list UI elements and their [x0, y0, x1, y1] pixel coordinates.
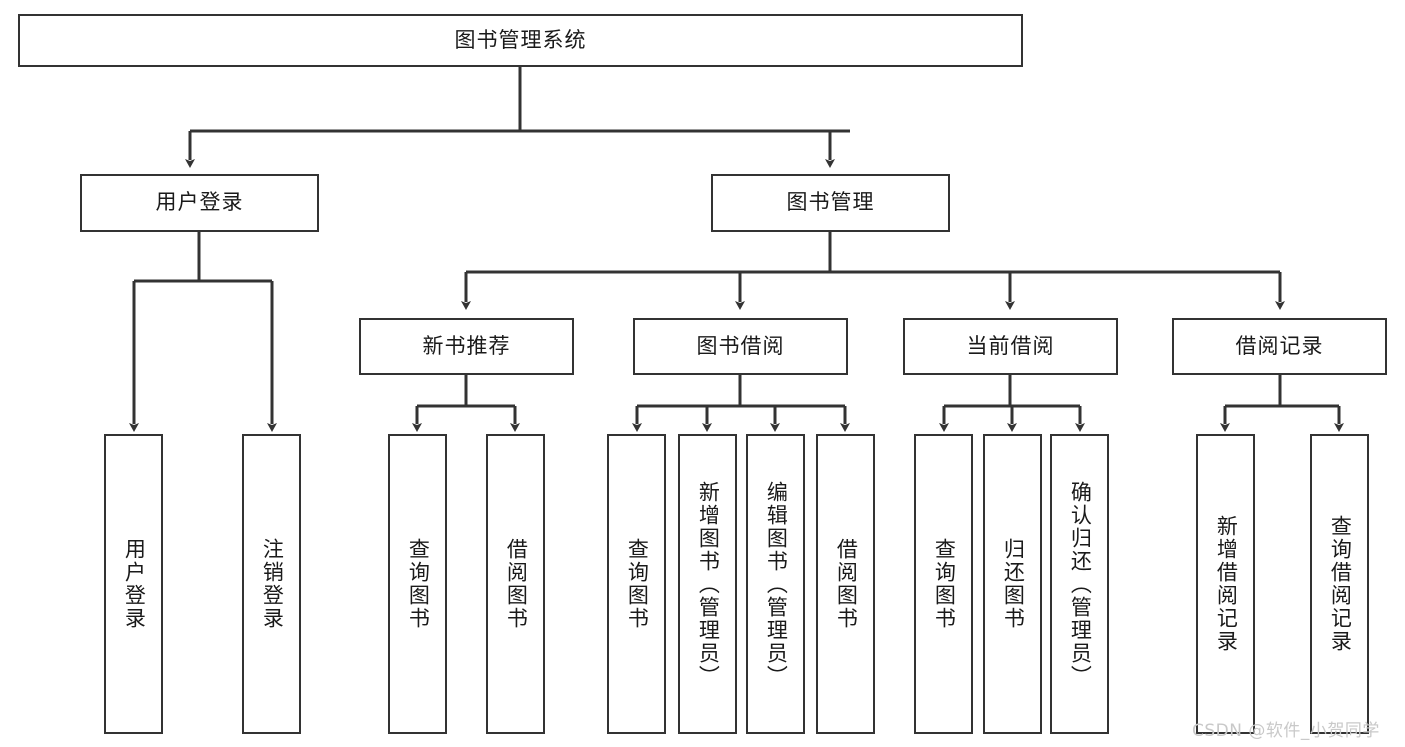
- leaf-confirm-return[interactable]: 确认归还（管理员）: [1050, 434, 1109, 734]
- node-new-book-rec-label: 新书推荐: [422, 333, 511, 358]
- node-book-borrow-label: 图书借阅: [696, 333, 785, 358]
- leaf-add-book-label: 新增图书（管理员）: [696, 480, 721, 688]
- leaf-borrow-book-a-label: 借阅图书: [504, 538, 529, 630]
- leaf-logout-label: 注销登录: [260, 538, 285, 630]
- leaf-query-book-c[interactable]: 查询图书: [914, 434, 973, 734]
- csdn-watermark: CSDN @软件_小贺同学: [1192, 721, 1380, 741]
- leaf-borrow-book-b-label: 借阅图书: [834, 538, 859, 630]
- node-new-book-rec[interactable]: 新书推荐: [359, 318, 574, 375]
- leaf-query-book-a[interactable]: 查询图书: [388, 434, 447, 734]
- leaf-add-record[interactable]: 新增借阅记录: [1196, 434, 1255, 734]
- leaf-return-book[interactable]: 归还图书: [983, 434, 1042, 734]
- leaf-query-book-b-label: 查询图书: [625, 538, 650, 630]
- leaf-edit-book-label: 编辑图书（管理员）: [764, 480, 789, 688]
- leaf-borrow-book-b[interactable]: 借阅图书: [816, 434, 875, 734]
- leaf-query-book-a-label: 查询图书: [406, 538, 431, 630]
- node-book-manage-label: 图书管理: [786, 190, 875, 215]
- node-borrow-record[interactable]: 借阅记录: [1172, 318, 1387, 375]
- node-user-login-label: 用户登录: [155, 190, 244, 215]
- leaf-add-book[interactable]: 新增图书（管理员）: [678, 434, 737, 734]
- leaf-add-record-label: 新增借阅记录: [1214, 515, 1239, 653]
- leaf-query-book-b[interactable]: 查询图书: [607, 434, 666, 734]
- node-borrow-record-label: 借阅记录: [1235, 333, 1324, 358]
- node-book-borrow[interactable]: 图书借阅: [633, 318, 848, 375]
- leaf-query-record-label: 查询借阅记录: [1328, 515, 1353, 653]
- node-current-borrow-label: 当前借阅: [966, 333, 1055, 358]
- node-user-login[interactable]: 用户登录: [80, 174, 319, 232]
- node-root[interactable]: 图书管理系统: [18, 14, 1023, 67]
- leaf-return-book-label: 归还图书: [1001, 538, 1026, 630]
- leaf-query-book-c-label: 查询图书: [932, 538, 957, 630]
- leaf-user-login[interactable]: 用户登录: [104, 434, 163, 734]
- leaf-query-record[interactable]: 查询借阅记录: [1310, 434, 1369, 734]
- leaf-borrow-book-a[interactable]: 借阅图书: [486, 434, 545, 734]
- leaf-confirm-return-label: 确认归还（管理员）: [1068, 480, 1093, 688]
- node-root-label: 图书管理系统: [454, 27, 587, 52]
- leaf-edit-book[interactable]: 编辑图书（管理员）: [746, 434, 805, 734]
- node-current-borrow[interactable]: 当前借阅: [903, 318, 1118, 375]
- leaf-user-login-label: 用户登录: [122, 538, 147, 630]
- node-book-manage[interactable]: 图书管理: [711, 174, 950, 232]
- leaf-logout[interactable]: 注销登录: [242, 434, 301, 734]
